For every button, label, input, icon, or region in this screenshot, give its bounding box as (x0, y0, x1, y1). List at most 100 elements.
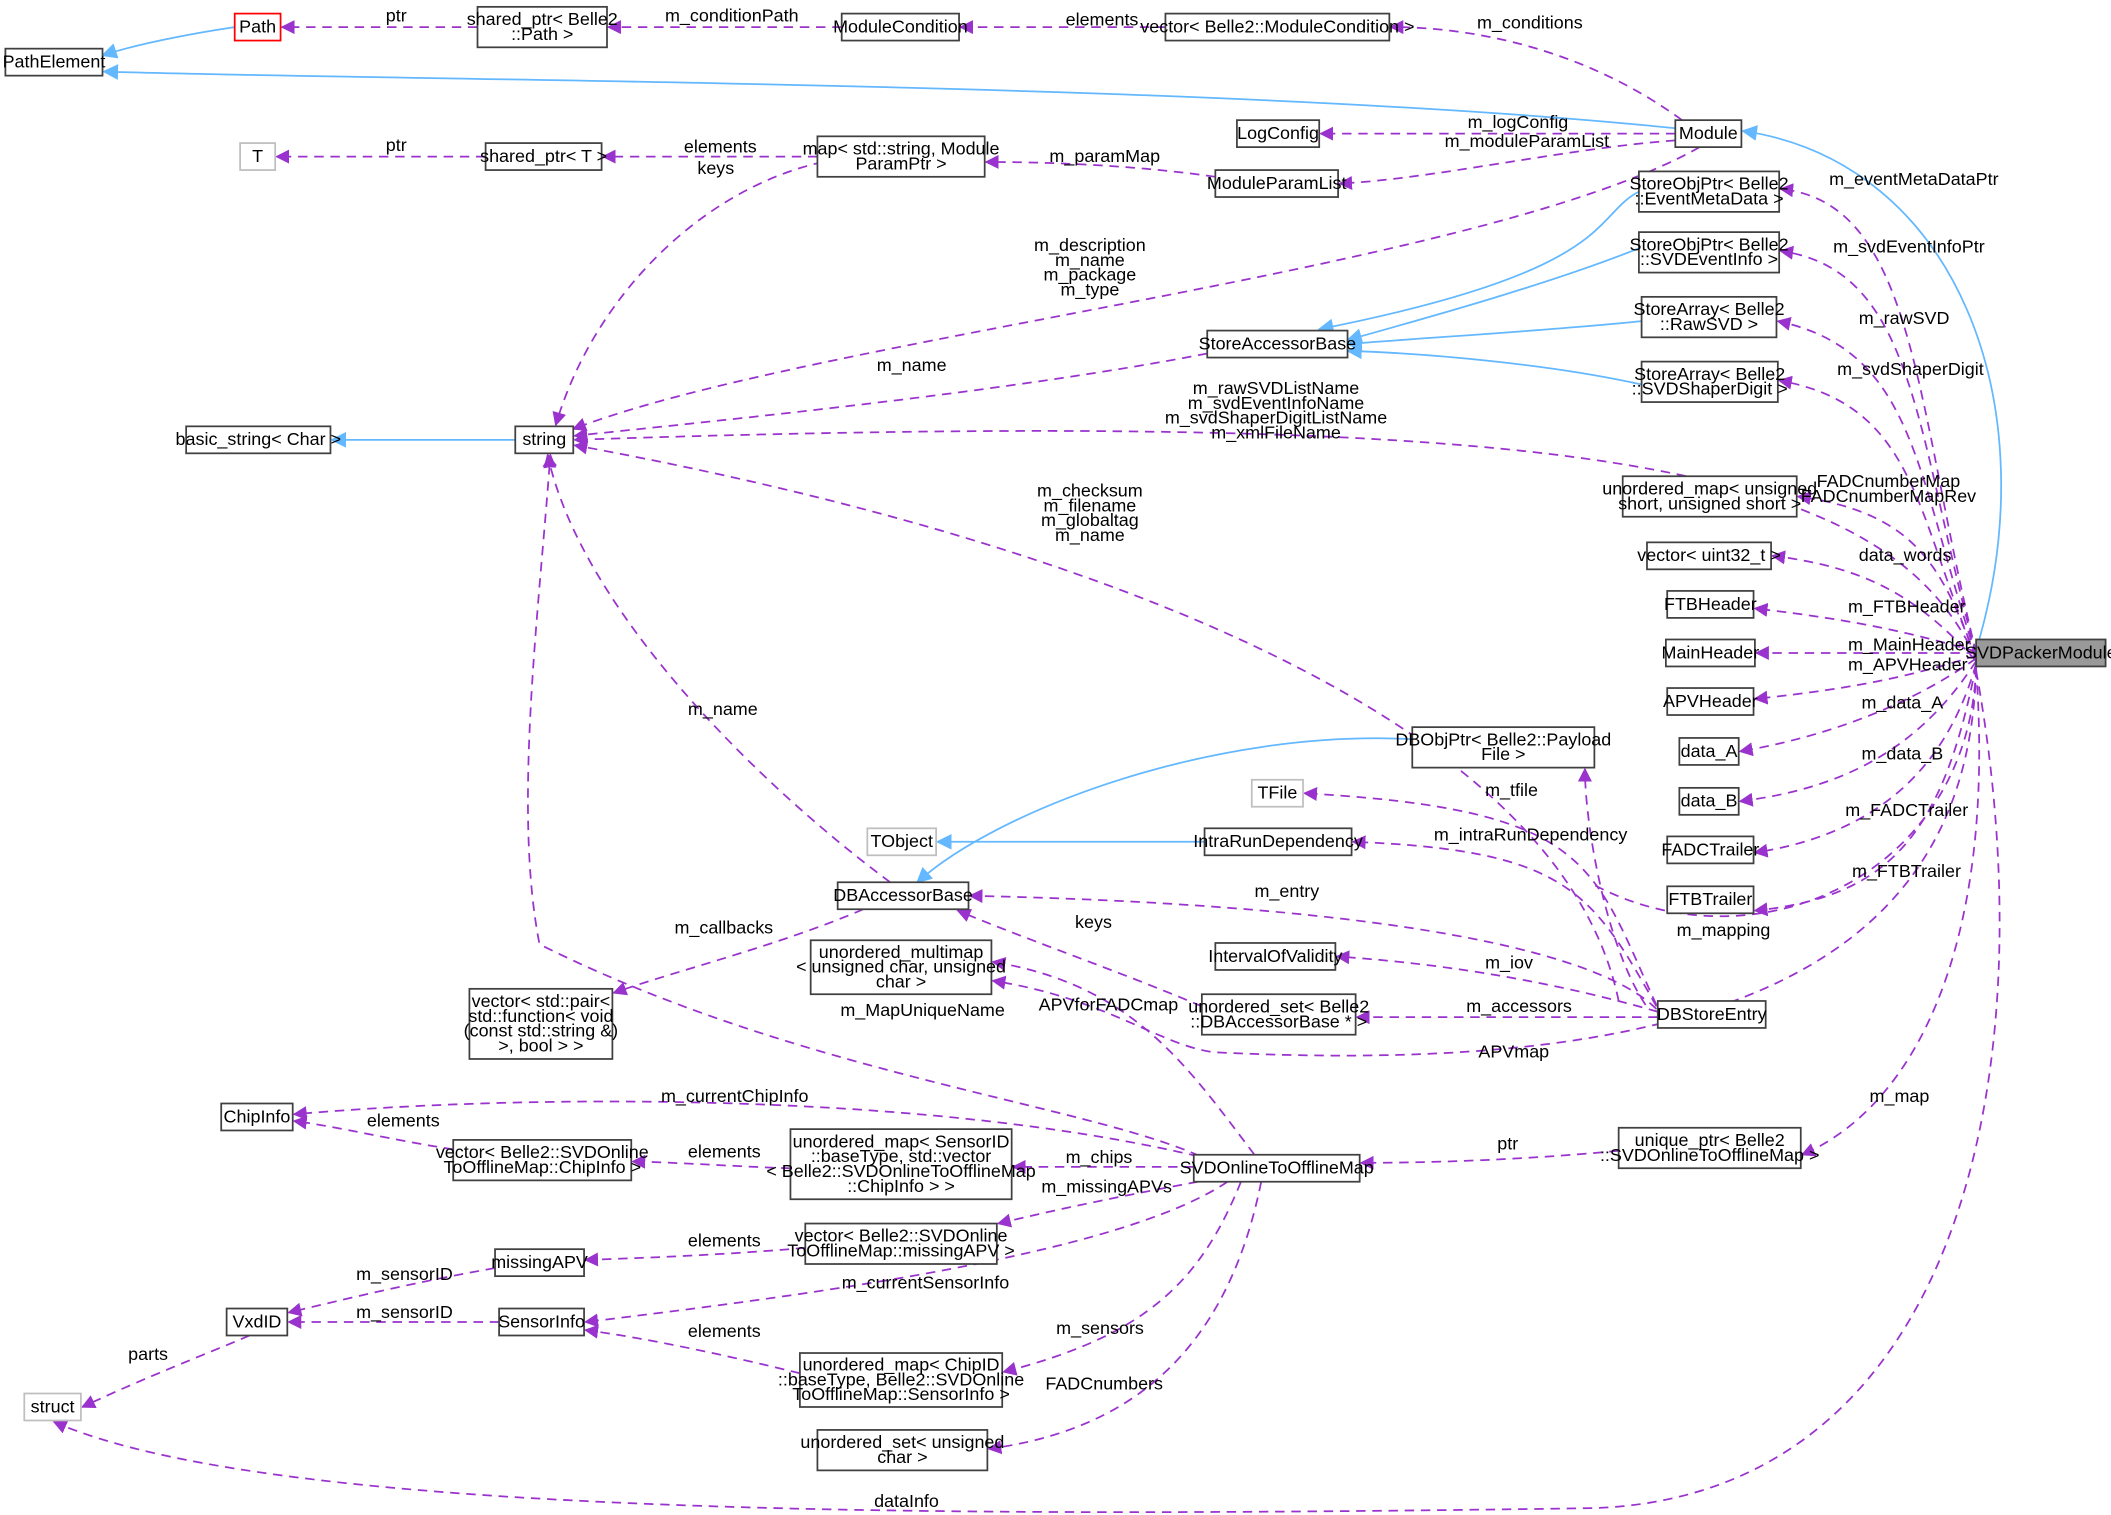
class-node-box[interactable] (836, 881, 970, 911)
class-node-string[interactable]: string (514, 425, 575, 455)
class-node-apv-header[interactable]: APVHeader (1663, 687, 1758, 716)
class-node-box[interactable] (498, 1307, 585, 1337)
class-node-box[interactable] (1678, 786, 1740, 816)
class-node-shared-ptr-path[interactable]: shared_ptr< Belle2::Path > (467, 5, 618, 49)
class-node-box[interactable] (816, 135, 986, 178)
class-node-box[interactable] (1638, 231, 1781, 274)
class-node-box[interactable] (1678, 737, 1740, 766)
class-node-box[interactable] (225, 1307, 289, 1337)
class-node-svd-packer-module[interactable]: SVDPackerModule (1965, 638, 2111, 668)
class-node-vector-pair-function[interactable]: vector< std::pair<std::function< void(co… (464, 987, 619, 1060)
class-node-box[interactable] (1617, 1126, 1802, 1170)
class-node-box[interactable] (514, 425, 575, 455)
class-node-box[interactable] (4, 47, 104, 77)
class-node-box[interactable] (1674, 119, 1743, 149)
class-node-unordered-set-dbaccessor[interactable]: unordered_set< Belle2::DBAccessorBase * … (1188, 993, 1369, 1036)
class-node-box[interactable] (804, 1222, 998, 1265)
class-node-box[interactable] (866, 827, 938, 857)
class-node-path[interactable]: Path (233, 12, 282, 42)
class-node-t[interactable]: T (239, 142, 277, 171)
class-node-unordered-map-chipid[interactable]: unordered_map< ChipID::baseType, Belle2:… (778, 1352, 1024, 1408)
class-node-intra-run-dependency[interactable]: IntraRunDependency (1193, 827, 1363, 857)
class-node-box[interactable] (1666, 885, 1755, 915)
class-node-box[interactable] (1646, 541, 1772, 571)
class-node-unordered-multimap[interactable]: unordered_multimap< unsigned char, unsig… (796, 939, 1006, 996)
class-node-box[interactable] (789, 1128, 1013, 1201)
class-node-storeobj-svd-event[interactable]: StoreObjPtr< Belle2::SVDEventInfo > (1630, 231, 1789, 274)
class-node-box[interactable] (484, 142, 603, 171)
class-node-box[interactable] (1666, 835, 1755, 865)
class-node-vector-chipinfo[interactable]: vector< Belle2::SVDOnlineToOfflineMap::C… (436, 1139, 649, 1182)
class-node-box[interactable] (1666, 687, 1755, 716)
class-node-tobject[interactable]: TObject (866, 827, 938, 857)
class-node-box[interactable] (1411, 726, 1596, 769)
class-node-box[interactable] (1203, 827, 1353, 857)
class-node-box[interactable] (1236, 119, 1321, 149)
class-node-box[interactable] (468, 987, 614, 1060)
class-node-box[interactable] (840, 12, 960, 42)
class-node-box[interactable] (1656, 1000, 1767, 1029)
class-node-storearray-raw-svd[interactable]: StoreArray< Belle2::RawSVD > (1634, 295, 1785, 339)
class-node-chip-info[interactable]: ChipInfo (220, 1102, 294, 1132)
class-node-module-condition[interactable]: ModuleCondition (833, 12, 968, 42)
class-node-box[interactable] (220, 1102, 294, 1132)
class-node-module-param-list[interactable]: ModuleParamList (1207, 169, 1347, 198)
class-node-box[interactable] (1192, 1153, 1361, 1183)
class-node-interval-of-validity[interactable]: IntervalOfValidity (1208, 942, 1343, 971)
class-node-box[interactable] (494, 1248, 585, 1278)
class-node-vxd-id[interactable]: VxdID (225, 1307, 289, 1337)
class-node-svd-online-to-offline[interactable]: SVDOnlineToOfflineMap (1180, 1153, 1374, 1183)
class-node-box[interactable] (1640, 360, 1779, 403)
class-node-box[interactable] (1214, 942, 1337, 971)
class-node-data-a[interactable]: data_A (1678, 737, 1740, 766)
class-node-tfile[interactable]: TFile (1250, 778, 1304, 808)
class-node-storeobj-event-meta[interactable]: StoreObjPtr< Belle2::EventMetaData > (1630, 170, 1789, 213)
class-node-missing-apv[interactable]: missingAPV (491, 1248, 588, 1278)
class-node-vector-uint32[interactable]: vector< uint32_t > (1637, 541, 1781, 571)
class-node-box[interactable] (1621, 475, 1798, 518)
class-node-storearray-shaper[interactable]: StoreArray< Belle2::SVDShaperDigit > (1632, 360, 1788, 403)
class-node-box[interactable] (809, 939, 993, 996)
class-node-log-config[interactable]: LogConfig (1236, 119, 1321, 149)
class-node-data-b[interactable]: data_B (1678, 786, 1740, 816)
class-node-box[interactable] (1200, 993, 1357, 1036)
class-node-box[interactable] (233, 12, 282, 42)
class-node-vector-missing-apv[interactable]: vector< Belle2::SVDOnlineToOfflineMap::m… (787, 1222, 1015, 1265)
class-node-main-header[interactable]: MainHeader (1662, 638, 1760, 668)
class-node-ftb-trailer[interactable]: FTBTrailer (1666, 885, 1755, 915)
class-node-unique-ptr-svd[interactable]: unique_ptr< Belle2::SVDOnlineToOfflineMa… (1600, 1126, 1820, 1170)
class-node-box[interactable] (1975, 638, 2107, 668)
class-node-box[interactable] (816, 1429, 989, 1472)
class-node-box[interactable] (1666, 590, 1755, 619)
class-node-fadc-trailer[interactable]: FADCTrailer (1661, 835, 1759, 865)
class-node-basic-string[interactable]: basic_string< Char > (176, 425, 342, 455)
class-node-shared-ptr-t[interactable]: shared_ptr< T > (480, 142, 607, 171)
class-node-path-element[interactable]: PathElement (3, 47, 106, 77)
class-node-sensor-info[interactable]: SensorInfo (498, 1307, 585, 1337)
class-node-box[interactable] (452, 1139, 633, 1182)
class-node-box[interactable] (1214, 169, 1339, 198)
class-node-box[interactable] (1206, 329, 1349, 359)
class-node-struct-node[interactable]: struct (23, 1392, 82, 1422)
class-node-module[interactable]: Module (1674, 119, 1743, 149)
class-node-ftb-header[interactable]: FTBHeader (1664, 590, 1757, 619)
class-node-box[interactable] (1664, 638, 1756, 668)
class-node-box[interactable] (799, 1352, 1004, 1408)
class-node-box[interactable] (185, 425, 332, 455)
class-node-box[interactable] (476, 5, 608, 49)
class-node-box[interactable] (1164, 12, 1391, 42)
class-node-db-store-entry[interactable]: DBStoreEntry (1656, 1000, 1767, 1029)
class-node-box[interactable] (1638, 170, 1781, 213)
class-node-box[interactable] (239, 142, 277, 171)
class-node-vector-module-condition[interactable]: vector< Belle2::ModuleCondition > (1140, 12, 1415, 42)
class-node-unordered-map-sensorid[interactable]: unordered_map< SensorID::baseType, std::… (766, 1128, 1036, 1201)
class-node-db-accessor-base[interactable]: DBAccessorBase (833, 881, 973, 911)
class-node-box[interactable] (23, 1392, 82, 1422)
class-node-box[interactable] (1250, 778, 1304, 808)
class-node-store-accessor-base[interactable]: StoreAccessorBase (1199, 329, 1357, 359)
class-node-box[interactable] (1640, 295, 1778, 339)
